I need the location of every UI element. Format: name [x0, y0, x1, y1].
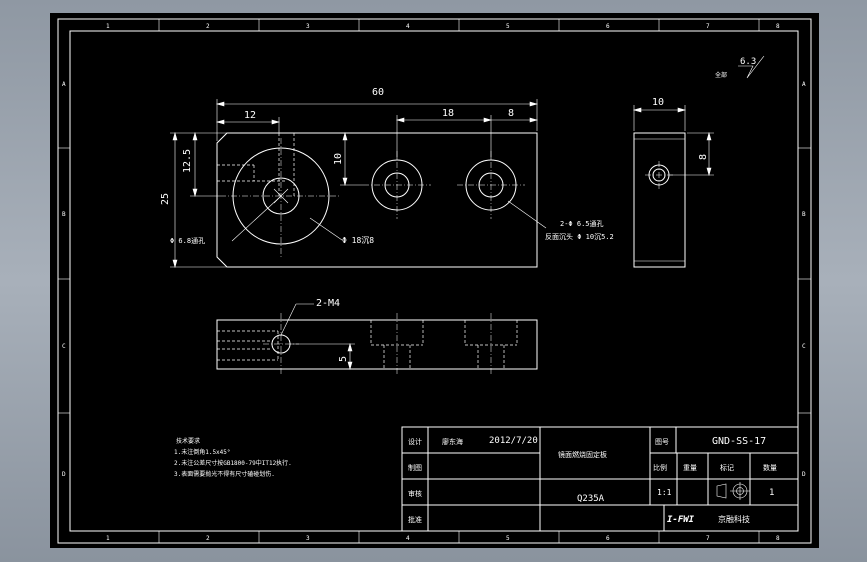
note-item: 1.未注倒角1.5x45° — [174, 448, 231, 456]
tb-designer: 廖东海 — [442, 437, 463, 446]
tb-drawing-no: GND-SS-17 — [712, 436, 766, 447]
tb-scale-label: 比例 — [653, 463, 667, 472]
notes-title: 技术要求 — [176, 437, 200, 445]
col-label: 1 — [106, 23, 110, 30]
tb-review-label: 审核 — [408, 489, 422, 498]
tb-drawing-label: 制图 — [408, 463, 422, 472]
front-view — [216, 313, 538, 375]
tb-mark-label: 标记 — [720, 463, 734, 472]
tb-weight-label: 重量 — [683, 464, 697, 472]
zone-ticks — [58, 19, 811, 543]
row-label: D — [62, 471, 66, 478]
projection-symbol-icon — [716, 482, 750, 500]
dim-right-offset: 8 — [508, 108, 514, 119]
dim-height-half: 12.5 — [182, 149, 193, 173]
tb-company: 京融科技 — [718, 514, 750, 524]
col-label: 5 — [506, 23, 510, 30]
note-item: 3.表面需要抛光不得有尺寸磕碰划伤. — [174, 470, 275, 478]
drawing-viewport[interactable]: 1 2 3 4 5 6 7 8 1 2 3 4 5 6 7 8 A B C D … — [50, 13, 819, 548]
technical-notes: 技术要求 1.未注倒角1.5x45° 2.未注公差尺寸按GB1800-79中IT… — [174, 437, 292, 478]
col-label: 3 — [306, 535, 310, 542]
row-label: C — [802, 343, 806, 350]
tb-drawing-no-label: 图号 — [655, 438, 669, 446]
top-view — [216, 132, 538, 268]
tb-material: Q235A — [577, 494, 605, 504]
tb-approve-label: 批准 — [408, 515, 422, 524]
top-view-dimensions — [170, 99, 547, 269]
tb-company-logo: I-FWI — [667, 515, 695, 525]
col-label: 1 — [106, 535, 110, 542]
surface-finish-value: 6.3 — [740, 57, 756, 67]
side-view-dimensions — [632, 105, 714, 177]
tb-design-label: 设计 — [408, 437, 422, 446]
row-label: A — [62, 81, 66, 88]
col-label: 4 — [406, 535, 410, 542]
side-view — [633, 132, 686, 268]
row-label: A — [802, 81, 806, 88]
dim-side-height: 8 — [698, 154, 709, 160]
col-label: 3 — [306, 23, 310, 30]
col-label: 6 — [606, 23, 610, 30]
inner-frame — [69, 30, 799, 532]
col-label: 2 — [206, 535, 210, 542]
note-item: 2.未注公差尺寸按GB1800-79中IT12执行. — [174, 459, 292, 467]
callout-countersink: 反面沉头 Φ 10沉5.2 — [545, 232, 614, 241]
dim-depth: 10 — [333, 153, 344, 165]
callout-counterbore: Φ 18沉8 — [342, 236, 374, 245]
dim-front-height: 5 — [338, 356, 349, 362]
dim-height-total: 25 — [160, 193, 171, 205]
cad-drawing: 1 2 3 4 5 6 7 8 1 2 3 4 5 6 7 8 A B C D … — [57, 18, 812, 544]
col-label: 2 — [206, 23, 210, 30]
tb-date: 2012/7/20 — [489, 436, 538, 446]
tb-qty: 1 — [769, 488, 774, 498]
row-label: D — [802, 471, 806, 478]
col-label: 8 — [776, 23, 780, 30]
outer-frame — [57, 18, 812, 544]
row-label: B — [802, 211, 806, 218]
callout-thread: 2-M4 — [316, 298, 340, 309]
col-label: 8 — [776, 535, 780, 542]
callout-two-holes: 2-Φ 6.5通孔 — [560, 219, 604, 228]
title-block — [401, 426, 799, 532]
dim-left-offset: 12 — [244, 110, 256, 121]
callout-hole-thru: Φ 6.8通孔 — [170, 236, 205, 245]
col-label: 7 — [706, 23, 710, 30]
dim-side-width: 10 — [652, 97, 664, 108]
surface-finish-label: 全部 — [715, 71, 727, 79]
tb-scale: 1:1 — [657, 488, 672, 497]
dim-hole-spacing: 18 — [442, 108, 454, 119]
row-label: C — [62, 343, 66, 350]
col-label: 6 — [606, 535, 610, 542]
tb-qty-label: 数量 — [763, 463, 777, 472]
surface-finish-symbol: 全部 6.3 — [715, 55, 765, 79]
col-label: 7 — [706, 535, 710, 542]
col-label: 4 — [406, 23, 410, 30]
col-label: 5 — [506, 535, 510, 542]
front-view-dimensions — [226, 303, 355, 371]
tb-part-name: 镜面燃烧固定板 — [558, 450, 607, 459]
dim-overall-length: 60 — [372, 87, 384, 98]
row-label: B — [62, 211, 66, 218]
